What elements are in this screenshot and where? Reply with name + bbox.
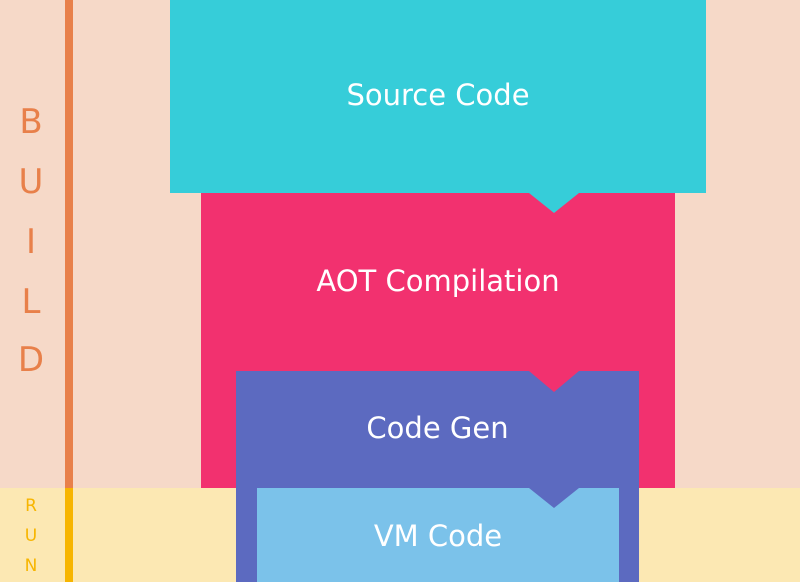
stage-label: Code Gen: [366, 411, 509, 445]
build-letter: U: [18, 162, 44, 202]
run-phase-line: [65, 488, 73, 582]
stage-label: Source Code: [346, 78, 530, 112]
build-phase-line: [65, 0, 73, 488]
run-letter: R: [25, 496, 37, 516]
stage-label: AOT Compilation: [316, 264, 560, 298]
build-letter: B: [19, 102, 43, 142]
build-letter: D: [17, 340, 45, 380]
build-letter: I: [25, 222, 37, 262]
stage-label: VM Code: [373, 519, 503, 553]
build-letter: L: [21, 282, 41, 322]
run-letter: U: [24, 526, 38, 546]
run-letter: N: [24, 556, 38, 576]
stage-source-code: Source Code: [170, 0, 706, 193]
